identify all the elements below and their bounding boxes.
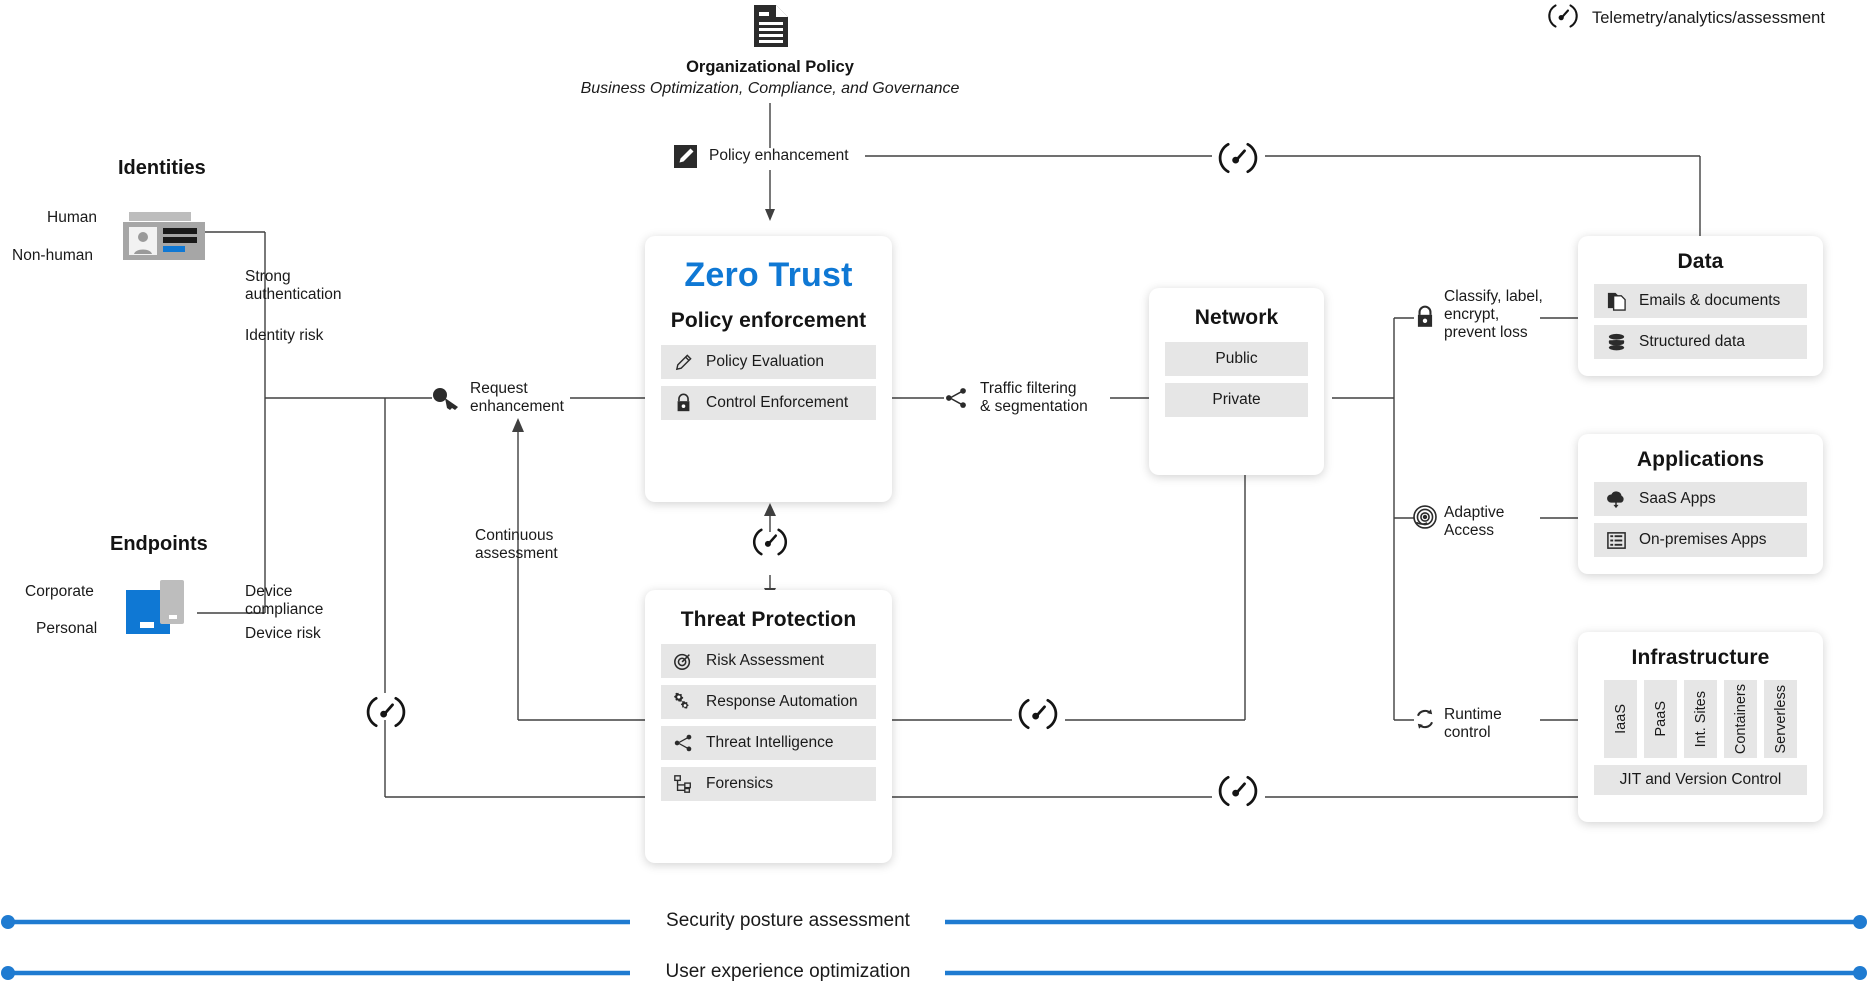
lock-icon — [672, 392, 694, 414]
threat-protection-item-label: Threat Intelligence — [706, 734, 834, 751]
legend-label: Telemetry/analytics/assessment — [1592, 9, 1825, 27]
bottom-bar-label-user-experience: User experience optimization — [665, 961, 911, 982]
endpoint-type-personal: Personal — [36, 620, 98, 637]
applications-item-saas-apps[interactable]: SaaS Apps — [1594, 482, 1807, 516]
identity-type-human: Human — [47, 209, 97, 226]
infrastructure-card: Infrastructure IaaS PaaS Int. Sites Cont… — [1578, 632, 1823, 822]
key-icon — [432, 385, 462, 416]
org-policy-title: Organizational Policy — [686, 58, 854, 76]
endpoint-type-corporate: Corporate — [25, 583, 94, 600]
network-item-public[interactable]: Public — [1165, 342, 1308, 376]
connector-label-adaptive-access: Adaptive Access — [1444, 504, 1505, 539]
threat-protection-item-response-automation[interactable]: Response Automation — [661, 685, 876, 719]
endpoints-title: Endpoints — [110, 533, 208, 555]
data-card: Data Emails & documents Structured data — [1578, 236, 1823, 376]
infrastructure-column-int-sites[interactable]: Int. Sites — [1684, 680, 1717, 758]
infrastructure-column-label: Int. Sites — [1692, 690, 1709, 748]
gauge-icon — [1012, 697, 1064, 736]
policy-enhancement-label: Policy enhancement — [709, 147, 849, 164]
continuous-assessment-label: Continuous assessment — [475, 527, 558, 562]
connector-label-classify: Classify, label, encrypt, prevent loss — [1444, 288, 1543, 341]
target-icon — [672, 650, 694, 672]
fingerprint-icon — [1412, 503, 1438, 536]
connector-label-runtime-control: Runtime control — [1444, 706, 1502, 741]
applications-item-label: On-premises Apps — [1639, 531, 1767, 548]
data-card-title: Data — [1677, 250, 1724, 273]
threat-protection-card: Threat Protection Risk Assessment Respo — [645, 590, 892, 863]
zero-trust-item-label: Policy Evaluation — [706, 353, 825, 370]
infrastructure-footer-jit-version-control[interactable]: JIT and Version Control — [1594, 765, 1807, 795]
applications-item-on-premises-apps[interactable]: On-premises Apps — [1594, 523, 1807, 557]
threat-protection-item-threat-intelligence[interactable]: Threat Intelligence — [661, 726, 876, 760]
pencil-square-icon — [673, 144, 698, 174]
zero-trust-subtitle: Policy enforcement — [670, 309, 867, 332]
legend: Telemetry/analytics/assessment — [1548, 3, 1825, 34]
network-item-label: Public — [1215, 350, 1258, 367]
infrastructure-card-title: Infrastructure — [1631, 646, 1770, 669]
infrastructure-columns: IaaS PaaS Int. Sites Containers Serverle… — [1594, 680, 1807, 758]
document-icon — [752, 3, 790, 54]
data-item-structured-data[interactable]: Structured data — [1594, 325, 1807, 359]
identity-signal-strong-authentication: Strong authentication — [245, 268, 342, 303]
data-item-emails-documents[interactable]: Emails & documents — [1594, 284, 1807, 318]
applications-item-label: SaaS Apps — [1639, 490, 1716, 507]
server-icon — [1605, 529, 1627, 551]
pencil-icon — [672, 351, 694, 373]
infrastructure-column-paas[interactable]: PaaS — [1644, 680, 1677, 758]
network-title: Network — [1194, 306, 1279, 329]
infrastructure-column-label: PaaS — [1652, 701, 1669, 737]
gauge-icon — [1212, 774, 1264, 813]
gauge-icon — [360, 695, 412, 734]
zero-trust-item-control-enforcement[interactable]: Control Enforcement — [661, 386, 876, 420]
database-icon — [1605, 331, 1627, 353]
share-nodes-icon — [672, 732, 694, 754]
gauge-icon — [1212, 141, 1264, 180]
identity-signal-identity-risk: Identity risk — [245, 327, 324, 344]
infrastructure-column-containers[interactable]: Containers — [1724, 680, 1757, 758]
threat-protection-item-risk-assessment[interactable]: Risk Assessment — [661, 644, 876, 678]
identities-title: Identities — [118, 157, 206, 179]
infrastructure-column-serverless[interactable]: Serverless — [1764, 680, 1797, 758]
infrastructure-column-iaas[interactable]: IaaS — [1604, 680, 1637, 758]
org-policy-subtitle: Business Optimization, Compliance, and G… — [580, 80, 960, 97]
gears-icon — [672, 691, 694, 713]
organizational-policy-caption: Organizational Policy Business Optimizat… — [560, 58, 980, 98]
traffic-filtering-label: Traffic filtering & segmentation — [980, 380, 1088, 415]
threat-protection-title: Threat Protection — [680, 608, 857, 631]
request-enhancement-label: Request enhancement — [470, 380, 564, 415]
network-item-label: Private — [1212, 391, 1261, 408]
infrastructure-column-label: Serverless — [1772, 684, 1789, 754]
network-card: Network Public Private — [1149, 288, 1324, 475]
gauge-icon — [1548, 3, 1578, 34]
infrastructure-column-label: Containers — [1732, 683, 1749, 755]
documents-icon — [1605, 290, 1627, 312]
endpoint-signal-device-risk: Device risk — [245, 625, 321, 642]
data-item-label: Structured data — [1639, 333, 1745, 350]
network-item-private[interactable]: Private — [1165, 383, 1308, 417]
id-badge-icon — [123, 212, 205, 265]
bottom-bar-label-security-posture: Security posture assessment — [666, 910, 910, 931]
threat-protection-item-label: Forensics — [706, 775, 774, 792]
cloud-download-icon — [1605, 488, 1627, 510]
lock-icon — [1414, 305, 1436, 334]
threat-protection-item-label: Response Automation — [706, 693, 858, 710]
share-nodes-icon — [944, 386, 969, 415]
threat-protection-item-label: Risk Assessment — [706, 652, 825, 669]
identity-type-nonhuman: Non-human — [12, 247, 93, 264]
applications-card: Applications SaaS Apps On-premises Apps — [1578, 434, 1823, 574]
threat-protection-item-forensics[interactable]: Forensics — [661, 767, 876, 801]
zero-trust-brand: Zero Trust — [684, 256, 853, 294]
infrastructure-column-label: IaaS — [1612, 704, 1629, 734]
zero-trust-item-label: Control Enforcement — [706, 394, 849, 411]
sitemap-icon — [672, 773, 694, 795]
zero-trust-item-policy-evaluation[interactable]: Policy Evaluation — [661, 345, 876, 379]
zero-trust-card: Zero Trust Policy enforcement Policy Eva… — [645, 236, 892, 502]
laptop-phone-icon — [126, 578, 198, 643]
data-item-label: Emails & documents — [1639, 292, 1781, 309]
endpoint-signal-device-compliance: Device compliance — [245, 583, 324, 618]
refresh-icon — [1412, 706, 1438, 737]
gauge-icon — [748, 527, 792, 562]
applications-card-title: Applications — [1636, 448, 1765, 471]
